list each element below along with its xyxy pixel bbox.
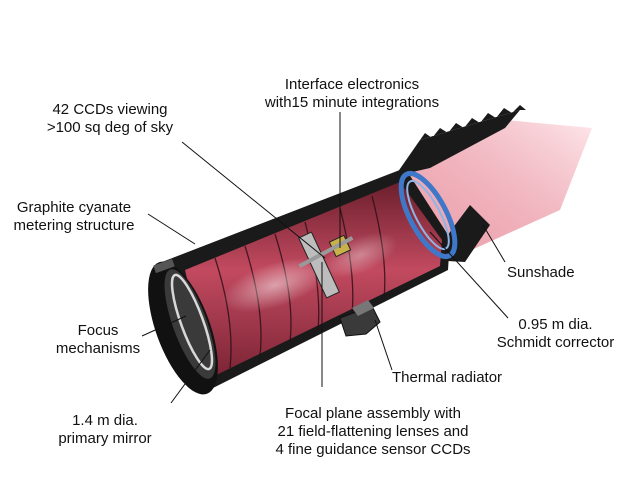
focal-plane-plate — [298, 231, 340, 299]
label-schmidt-corrector: 0.95 m dia. Schmidt corrector — [496, 316, 615, 351]
schmidt-corrector-plate — [398, 171, 458, 259]
primary-mirror — [164, 269, 216, 379]
sunshade-serrated-edge — [420, 105, 526, 140]
label-ccds: 42 CCDs viewing >100 sq deg of sky — [46, 101, 174, 136]
sunshade-shell — [395, 110, 520, 176]
label-sunshade: Sunshade — [507, 264, 575, 281]
label-graphite-structure: Graphite cyanate metering structure — [13, 199, 135, 234]
primary-mirror-surface — [170, 273, 214, 371]
thermal-radiator-fin — [352, 300, 374, 316]
label-focus-mechanisms: Focus mechanisms — [55, 322, 141, 357]
light-glow — [222, 258, 328, 312]
leader-lines — [141, 112, 509, 404]
focus-mechanism-pad — [153, 258, 175, 274]
label-focal-plane-assembly: Focal plane assembly with 21 field-flatt… — [275, 405, 471, 458]
light-glow-secondary — [322, 232, 398, 278]
label-interface-electronics: Interface electronics with15 minute inte… — [264, 76, 440, 111]
label-primary-mirror: 1.4 m dia. primary mirror — [58, 412, 152, 447]
schmidt-corrector-inner — [406, 179, 450, 251]
label-thermal-radiator: Thermal radiator — [392, 369, 503, 386]
